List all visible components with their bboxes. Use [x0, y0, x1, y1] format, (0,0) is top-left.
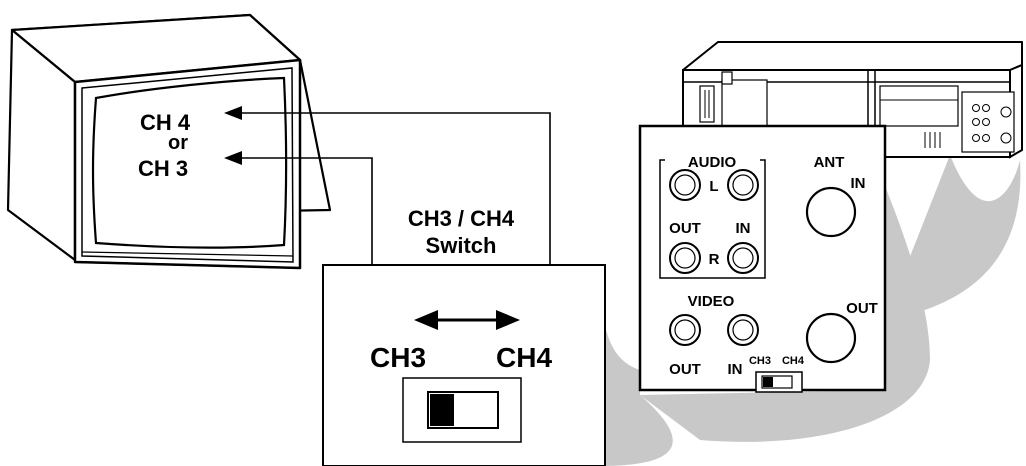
switch-title-line1: CH3 / CH4: [408, 206, 515, 231]
switch-label-ch4: CH4: [496, 342, 552, 373]
channel-arrows: [240, 112, 551, 265]
tv-bottom-trim: [74, 261, 301, 269]
audio-left-label: L: [709, 178, 718, 195]
tv-label-or: or: [168, 132, 188, 154]
arrow-head-ch3: [224, 151, 242, 165]
video-in-jack[interactable]: [727, 314, 759, 346]
switch-callout-shadow: [600, 265, 673, 466]
audio-in-label: IN: [736, 220, 751, 237]
ant-out-jack[interactable]: [805, 312, 857, 364]
switch-slider-knob[interactable]: [430, 394, 454, 426]
vcr-top: [682, 41, 1023, 71]
ant-out-label: OUT: [846, 300, 878, 317]
tv-label-ch3: CH 3: [138, 156, 188, 181]
tv-bottom-trim-2: [81, 251, 294, 257]
audio-out-l-jack[interactable]: [669, 169, 701, 201]
video-jacks: [669, 314, 759, 346]
vcr-vents: [924, 132, 941, 148]
vcr-left-slot: [699, 85, 715, 123]
ant-in-jack[interactable]: [805, 186, 857, 238]
panel-switch-knob[interactable]: [763, 377, 773, 387]
audio-out-label: OUT: [669, 220, 701, 237]
video-in-label: IN: [728, 361, 743, 378]
double-arrow-icon: [414, 310, 520, 330]
panel-callout-shadow-right: [885, 155, 1021, 320]
ant-in-label: IN: [851, 175, 866, 192]
arrow-line-ch4: [240, 112, 551, 265]
ch3-ch4-slide-switch[interactable]: [402, 377, 522, 443]
vcr-cassette-door: [721, 79, 768, 127]
panel-switch-ch3-label: CH3: [749, 355, 771, 367]
television: [6, 13, 332, 270]
audio-bracket: [659, 159, 766, 279]
vcr-front-panel: [879, 85, 959, 127]
switch-label-ch3: CH3: [370, 342, 426, 373]
switch-title-line2: Switch: [426, 233, 497, 258]
audio-out-r-jack[interactable]: [669, 242, 701, 274]
audio-right-label: R: [709, 251, 720, 268]
arrow-head-ch4: [224, 106, 242, 120]
arrow-line-ch3: [240, 157, 373, 265]
panel-ch3-ch4-switch[interactable]: [755, 371, 803, 393]
tv-screen: [91, 76, 288, 249]
audio-in-l-jack[interactable]: [727, 169, 759, 201]
video-label: VIDEO: [688, 293, 735, 310]
video-out-jack[interactable]: [669, 314, 701, 346]
audio-label: AUDIO: [688, 154, 737, 171]
panel-callout-shadow-left: [640, 150, 930, 442]
tv-inner-bezel: [81, 67, 294, 263]
ant-label: ANT: [814, 154, 845, 171]
audio-jacks: [669, 169, 759, 274]
video-out-label: OUT: [669, 361, 701, 378]
panel-switch-ch4-label: CH4: [782, 355, 805, 367]
audio-in-r-jack[interactable]: [727, 242, 759, 274]
tv-label-ch4: CH 4: [140, 110, 191, 135]
